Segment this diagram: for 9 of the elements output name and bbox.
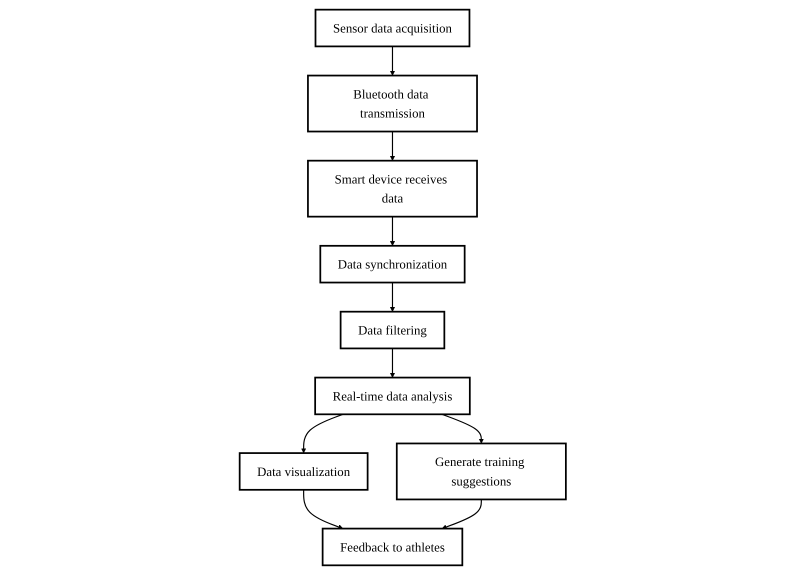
- process-box: Data filtering: [339, 310, 445, 350]
- process-box: Sensor data acquisition: [314, 8, 470, 48]
- process-box: Data visualization: [238, 452, 368, 491]
- process-box: Smart device receives data: [306, 160, 478, 218]
- process-box: Bluetooth data transmission: [306, 74, 478, 132]
- process-box: Generate training suggestions: [396, 442, 566, 500]
- process-box: Feedback to athletes: [322, 528, 463, 566]
- process-box: Data synchronization: [319, 244, 466, 284]
- process-box: Real-time data analysis: [314, 376, 470, 416]
